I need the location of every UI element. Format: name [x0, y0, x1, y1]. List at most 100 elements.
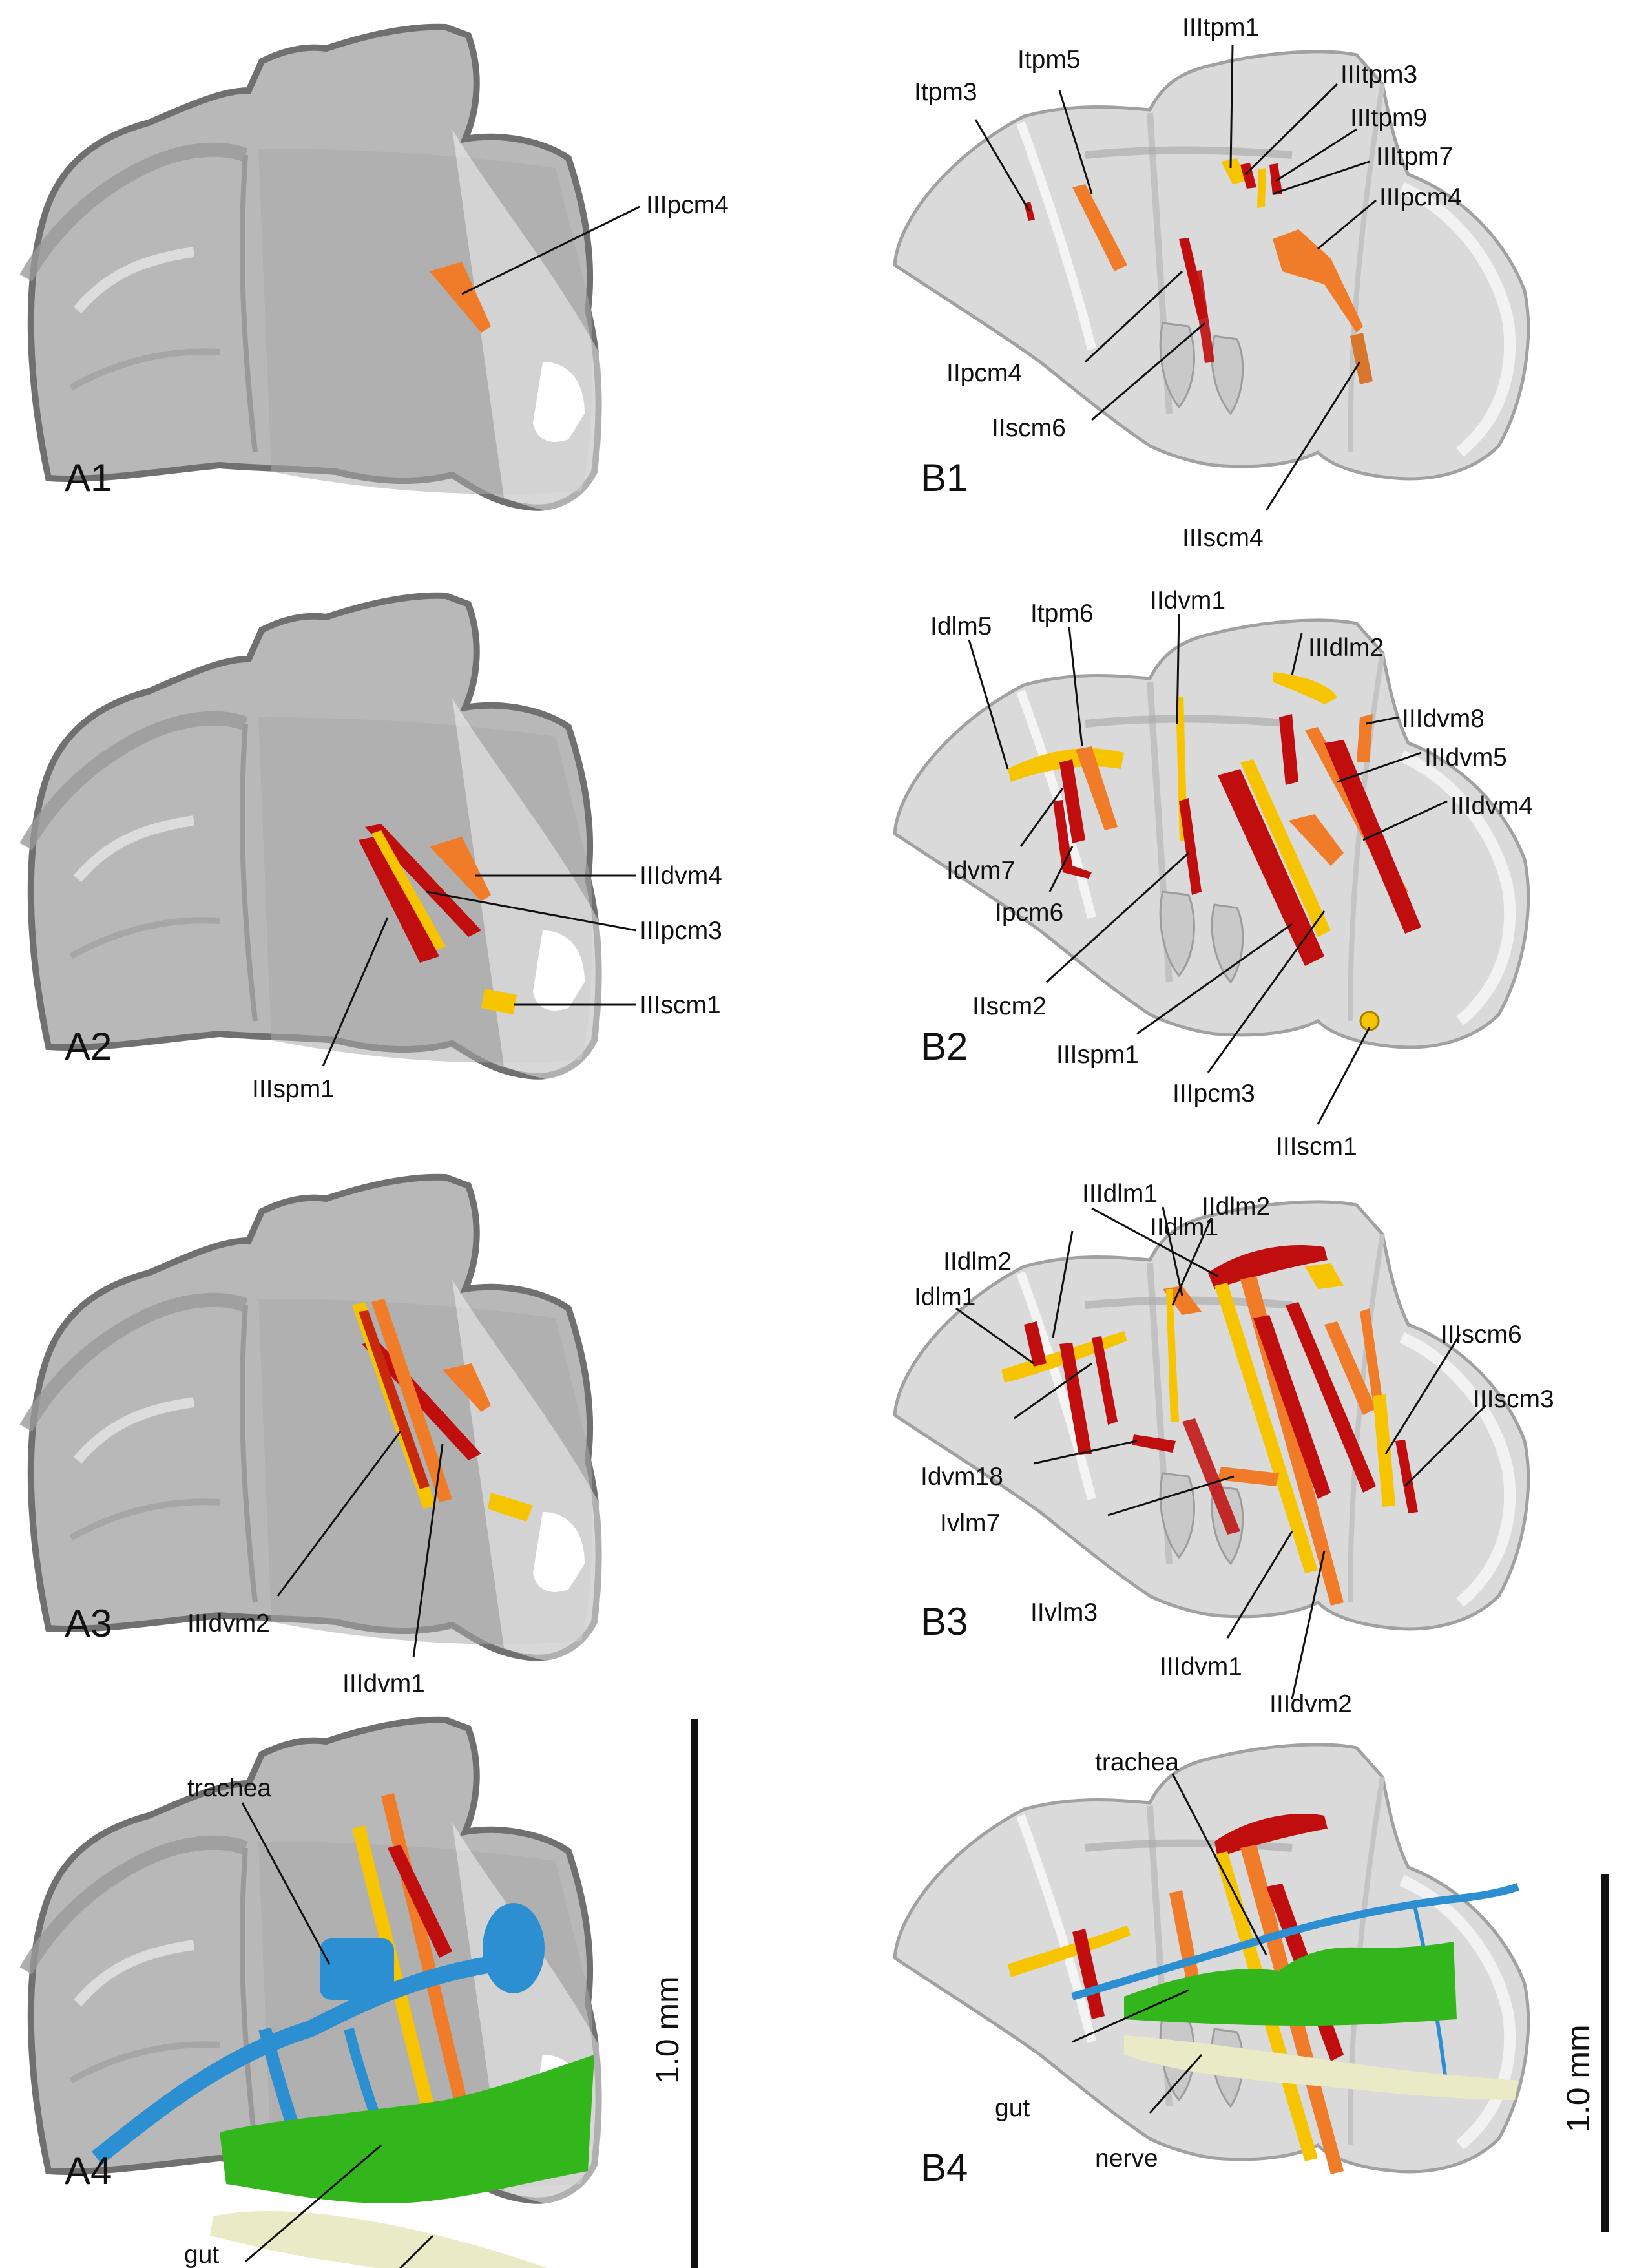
label-IIIpcm4: IIIpcm4: [646, 191, 729, 219]
muscle-IIIscm1: [488, 1493, 533, 1522]
muscle-IIItpm7: [1257, 168, 1266, 208]
label-IIIscm4: IIIscm4: [1182, 524, 1264, 552]
label-IIIdvm8: IIIdvm8: [1402, 705, 1485, 733]
muscle-IIIdvm4: [388, 1845, 452, 1958]
specimen-A3: [26, 1177, 604, 1667]
muscle-Itpm6: [1076, 746, 1118, 830]
muscle-IIscm2: [1179, 798, 1202, 895]
muscle-IIIpcm3: [1240, 759, 1331, 937]
label-IIdlm1: IIdlm1: [1150, 1213, 1218, 1241]
panel-label-B2: B2: [921, 1025, 968, 1068]
label-Itpm5: Itpm5: [1017, 46, 1081, 74]
muscle-IIItpm1: [1221, 158, 1247, 184]
muscle-IIIdlm1-b: [1305, 1263, 1344, 1289]
label-gut-B4: gut: [995, 2094, 1030, 2122]
panel-A1: IIIpcm4 A1: [26, 27, 729, 517]
label-IIIdvm4: IIIdvm4: [1450, 792, 1533, 820]
muscle-Idvm18: [1092, 1336, 1118, 1425]
nerve-B4: [1124, 2035, 1518, 2100]
label-IIscm2: IIscm2: [972, 992, 1047, 1020]
muscle-IIIdvm4: [1324, 740, 1421, 934]
muscle-IIIpcm4: [430, 837, 491, 901]
label-Itpm6: Itpm6: [1030, 600, 1094, 627]
trachea-B4: [1071, 1883, 1519, 2000]
panel-B3: IIdlm2 IIdlm1 IIdlm2 Idlm1 IIIdlm1 IIIsc…: [895, 1180, 1554, 1718]
label-gut-A4: gut: [184, 2241, 219, 2268]
muscle-IIItpm9: [1269, 163, 1282, 195]
panel-label-B4: B4: [921, 2146, 968, 2189]
label-IIvlm3: IIvlm3: [1030, 1599, 1098, 1626]
panel-B1: Itpm3 Itpm5 IIItpm1 IIItpm3 IIItpm9 IIIt…: [895, 14, 1528, 552]
muscle-IIIdvm8: [1357, 714, 1373, 762]
label-IIIspm1: IIIspm1: [1056, 1041, 1139, 1069]
label-IIpcm4: IIpcm4: [946, 359, 1022, 387]
label-nerve-B4: nerve: [1095, 2145, 1158, 2172]
muscle-Ivlm7: [1132, 1434, 1176, 1453]
muscle-B4-IIIdlm1: [1214, 1813, 1328, 1858]
muscle-IIIdvm1: [1214, 1283, 1318, 1573]
muscle-Itpm5: [1072, 184, 1127, 271]
muscle-IIIdvm1: [371, 1299, 452, 1502]
muscle-IIIpcm4: [443, 1363, 491, 1412]
label-IIItpm9: IIItpm9: [1350, 104, 1427, 132]
label-IIIscm6: IIIscm6: [1441, 1321, 1522, 1349]
muscle-IIIdvm4: [362, 1341, 481, 1460]
label-IIIpcm3: IIIpcm3: [1173, 1080, 1255, 1108]
muscle-IIIspm1: [359, 837, 439, 963]
nerve-A4: [210, 2210, 547, 2268]
specimen-A1: [26, 27, 604, 517]
panel-label-A1: A1: [65, 456, 112, 499]
panel-A4: trachea gut nerve A4 1.0 mm: [26, 1719, 698, 2268]
label-IIIpcm4: IIIpcm4: [1379, 184, 1462, 211]
label-IIIpcm3: IIIpcm3: [640, 917, 722, 945]
muscle-IIIspm1: [1218, 769, 1324, 966]
specimen-B2: [895, 620, 1528, 1047]
label-IIIscm1: IIIscm1: [1276, 1133, 1357, 1160]
muscle-IIItpm-b: [1279, 714, 1298, 785]
panel-B4: trachea gut nerve B4 1.0 mm: [895, 1745, 1609, 2232]
muscle-IIdlm2-b: [1024, 1321, 1047, 1367]
muscle-Idvm7: [1059, 759, 1085, 843]
muscle-IIItpm3: [1240, 163, 1256, 189]
specimen-B1: [895, 52, 1528, 479]
label-IIIdvm2: IIIdvm2: [187, 1610, 270, 1637]
label-IIdlm2-left: IIdlm2: [943, 1248, 1012, 1276]
gut-B4: [1124, 1942, 1457, 2026]
muscle-IIIdlm1: [1208, 1244, 1328, 1289]
label-Ivlm7: Ivlm7: [940, 1509, 1000, 1537]
label-IIItpm3: IIItpm3: [1340, 61, 1417, 89]
muscle-B4-o2: [1169, 1890, 1202, 1993]
muscle-IIIdvm-r2: [1286, 1302, 1376, 1493]
panel-B2: Idlm5 Itpm6 IIdvm1 IIIdlm2 IIIdvm8 IIIdv…: [895, 587, 1533, 1160]
muscle-IIIscm4: [1350, 333, 1373, 384]
muscle-B4-r2: [1072, 1929, 1105, 2019]
muscle-IIIdvm-b: [359, 1310, 430, 1489]
label-IIIdvm2: IIIdvm2: [1269, 1690, 1352, 1718]
label-IIIscm3: IIIscm3: [1473, 1385, 1554, 1413]
label-trachea-B4: trachea: [1095, 1748, 1179, 1776]
label-Idlm5: Idlm5: [930, 613, 992, 640]
panel-label-A2: A2: [65, 1025, 112, 1068]
specimen-A2: [26, 596, 604, 1086]
scale-label-B4: 1.0 mm: [1560, 2024, 1596, 2132]
trachea-A4-sac-b: [483, 1903, 545, 1993]
label-IIIdvm1: IIIdvm1: [1160, 1653, 1242, 1681]
scale-label-A4: 1.0 mm: [649, 1976, 685, 2084]
muscle-IIIscm3: [1395, 1440, 1418, 1513]
panel-label-A4: A4: [65, 2149, 112, 2192]
label-trachea-A4: trachea: [187, 1774, 271, 1802]
label-IIscm6: IIscm6: [992, 414, 1066, 442]
muscle-IIIdvm4: [365, 824, 481, 937]
muscle-IIIpcm4: [1289, 814, 1344, 866]
muscle-IIIpcm3: [371, 830, 446, 950]
label-IIIdvm1: IIIdvm1: [342, 1670, 425, 1697]
muscle-IIIdvm-r: [1253, 1315, 1331, 1499]
muscle-IIIscm1: [481, 989, 517, 1014]
muscle-IIIpcm4: [1273, 229, 1363, 333]
panel-A2: IIIdvm4 IIIpcm3 IIIscm1 IIIspm1 A2: [26, 596, 722, 1103]
panel-label-B3: B3: [921, 1600, 968, 1643]
gut-A4: [220, 2055, 594, 2203]
label-Itpm3: Itpm3: [914, 78, 977, 106]
label-Ipcm6: Ipcm6: [995, 899, 1063, 927]
